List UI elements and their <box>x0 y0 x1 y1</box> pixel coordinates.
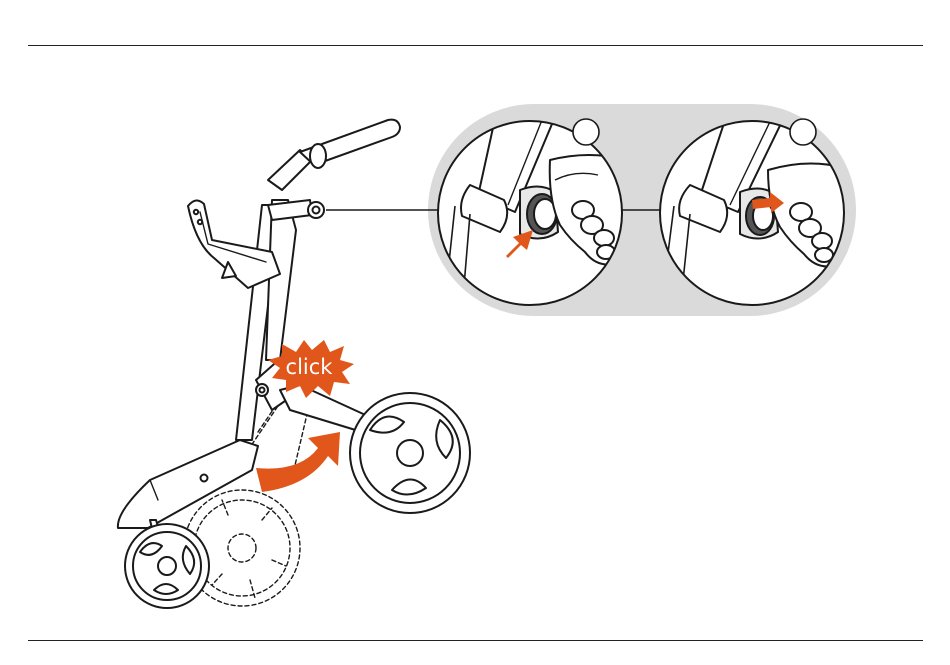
step-1-marker <box>573 119 599 145</box>
step-2-marker <box>790 119 816 145</box>
click-label: click <box>286 355 334 379</box>
detail-panel <box>326 104 856 316</box>
rear-wheel <box>350 393 470 513</box>
rotate-arrow-icon <box>256 432 340 492</box>
